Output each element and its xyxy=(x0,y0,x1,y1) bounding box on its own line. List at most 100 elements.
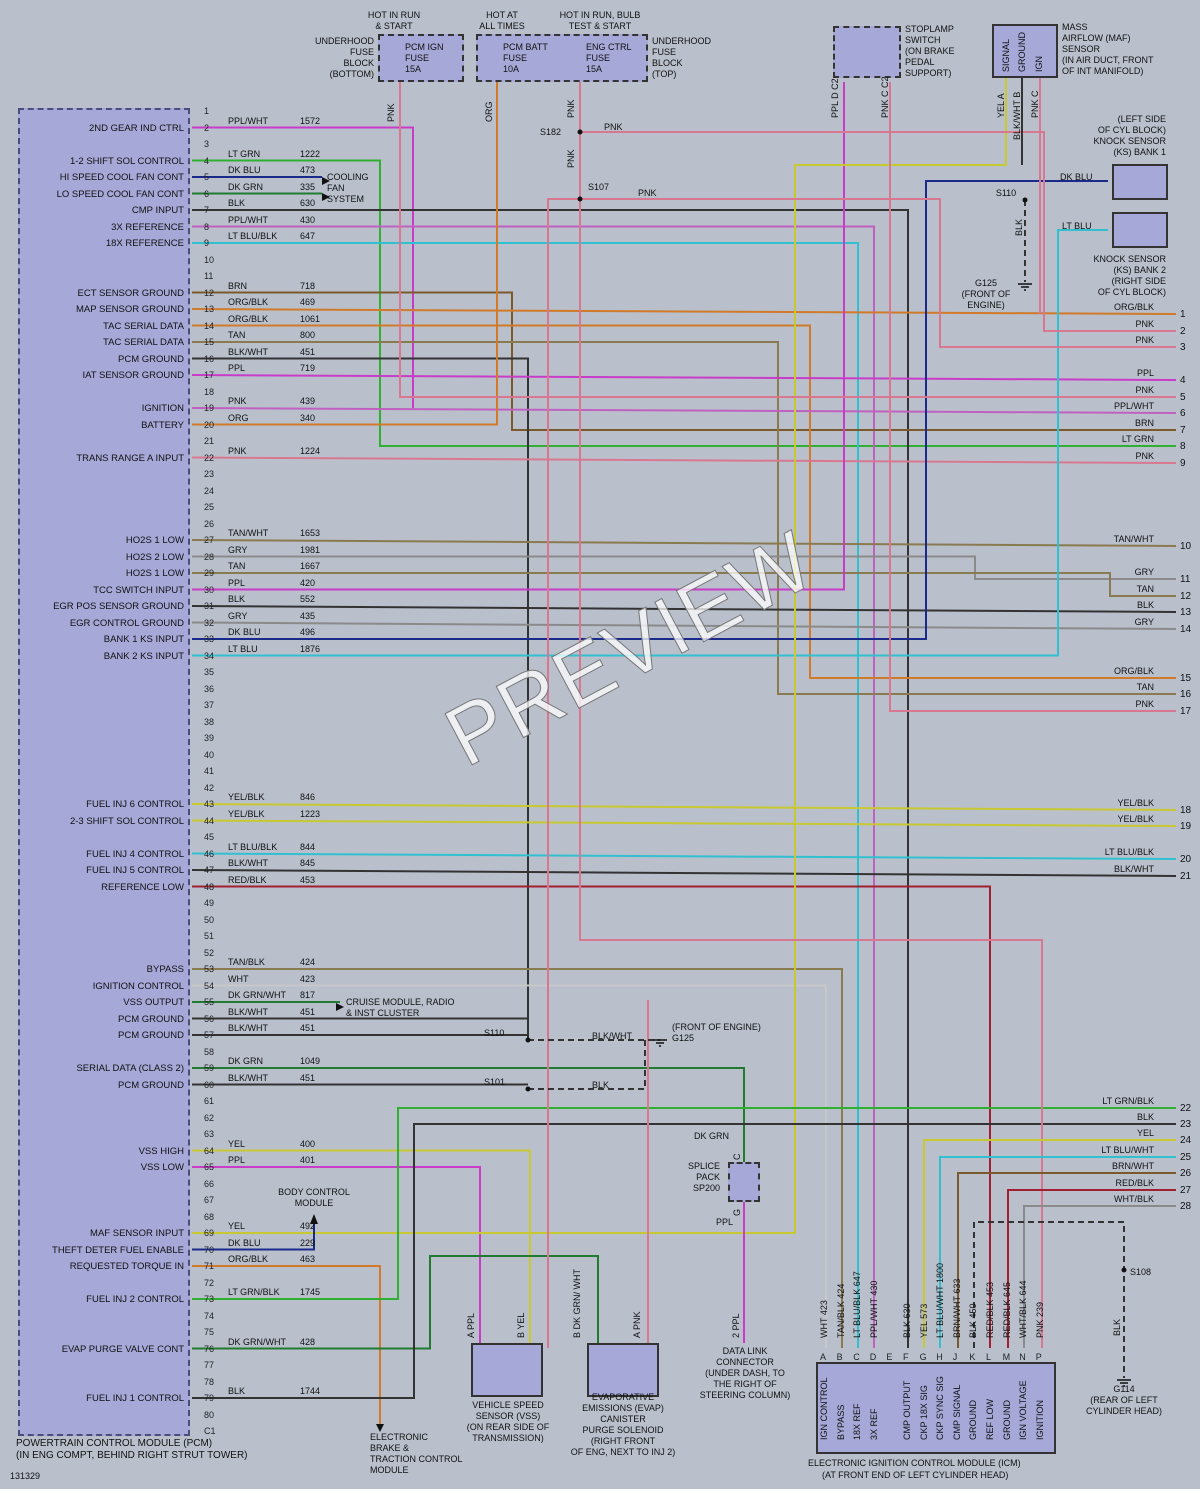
wire-pin-8 xyxy=(192,225,875,1348)
pcm-pin-number: 43 xyxy=(204,799,215,809)
maf-a-label: YEL A xyxy=(996,93,1006,118)
stoplamp-d-label: PPL D C2 xyxy=(830,78,840,118)
pcm-circuit-number: 1049 xyxy=(300,1056,321,1066)
vss-b-label: B YEL xyxy=(516,1312,526,1338)
pcm-pin-label: PCM GROUND xyxy=(118,353,184,365)
pcm-circuit-number: 469 xyxy=(300,297,316,307)
dlc-wire-label: 2 PPL xyxy=(731,1313,741,1338)
wire-pin-9 xyxy=(192,242,859,1348)
wire-pcm-ign-fuse xyxy=(399,82,1176,398)
wire-pin-32 xyxy=(191,621,1177,630)
pcm-pin-label: SERIAL DATA (CLASS 2) xyxy=(76,1063,184,1074)
pcm-pin-label: HO2S 2 LOW xyxy=(125,551,184,563)
pcm-circuit-number: 229 xyxy=(300,1237,316,1248)
wire-pin-43 xyxy=(191,803,1177,811)
pcm-circuit-number: 423 xyxy=(300,973,316,984)
icm-pin-label: REF LOW xyxy=(985,1398,995,1440)
fuse-block-top xyxy=(476,34,648,82)
pcm-wire-color: LT BLU/BLK xyxy=(228,231,278,241)
pcm-pin-number: 50 xyxy=(204,914,215,925)
pcm-wire-color: BLK xyxy=(228,594,246,604)
right-wire-number: 26 xyxy=(1180,1168,1192,1179)
s108-wire-label: BLK xyxy=(1112,1318,1122,1336)
arrow-bcm xyxy=(310,1214,318,1224)
pcm-pin-number: 6 xyxy=(204,188,210,199)
pcm-pin-number: 61 xyxy=(204,1096,215,1106)
s101: S101 xyxy=(484,1077,506,1087)
fuse-block-bottom xyxy=(378,34,464,82)
evap-b-label: B DK GRN/ WHT xyxy=(572,1269,582,1338)
pcm-pin-number: 54 xyxy=(204,980,215,991)
icm-pin-letter: F xyxy=(903,1352,909,1362)
icm-pin-label: CMP SIGNAL xyxy=(951,1384,962,1440)
pcm-pin-number: 74 xyxy=(204,1310,215,1321)
right-wire-number: 25 xyxy=(1180,1152,1192,1163)
arrow-cooling-lo xyxy=(322,193,330,201)
pcm-pin-number: 19 xyxy=(204,403,215,413)
pcm-circuit-number: 453 xyxy=(300,874,316,885)
wire-pin-19 xyxy=(191,407,1177,414)
pcm-circuit-number: 439 xyxy=(300,396,316,406)
knock-bank2-label: KNOCK SENSOR (KS) BANK 2 (RIGHT SIDE OF … xyxy=(1093,254,1166,297)
pcm-pin-label: IAT SENSOR GROUND xyxy=(82,370,184,381)
pcm-pin-label: TCC SWITCH INPUT xyxy=(93,584,184,596)
icm-wire-label: WHT 423 xyxy=(819,1300,829,1338)
pcm-pin-label: PCM GROUND xyxy=(118,1013,184,1025)
pcm-pin-number: 24 xyxy=(204,485,215,496)
pcm-pin-number: 17 xyxy=(204,370,215,380)
right-wire-number: 18 xyxy=(1180,805,1192,816)
pcm-wire-color: TAN/WHT xyxy=(228,528,269,538)
s108: S108 xyxy=(1130,1267,1152,1277)
pcm-pin-number: 12 xyxy=(204,287,215,298)
pcm-pin-label: TRANS RANGE A INPUT xyxy=(76,452,184,464)
pcm-location: (IN ENG COMPT, BEHIND RIGHT STRUT TOWER) xyxy=(16,1450,248,1461)
pcm-wire-color: BLK/WHT xyxy=(228,1072,269,1083)
pcm-circuit-number: 463 xyxy=(300,1254,316,1264)
s101-blk: BLK xyxy=(592,1080,610,1090)
wire-icm-j xyxy=(957,1172,1176,1348)
pcm-circuit-number: 420 xyxy=(300,577,316,588)
maf-ign-pin: IGN xyxy=(1034,55,1044,72)
pcm-circuit-number: 1653 xyxy=(300,528,321,538)
pcm-pin-label: 1-2 SHIFT SOL CONTROL xyxy=(69,155,184,167)
pcm-wire-color: BLK/WHT xyxy=(228,858,269,868)
maf-c-label: PNK C xyxy=(1030,90,1040,118)
pcm-pin-label: TAC SERIAL DATA xyxy=(103,320,184,332)
pcm-pin-number: 41 xyxy=(204,766,215,776)
pcm-circuit-number: 496 xyxy=(300,627,316,637)
pcm-circuit-number: 845 xyxy=(300,858,316,868)
right-wire-color: ORG/BLK xyxy=(1113,666,1154,676)
right-wire-number: 10 xyxy=(1180,541,1192,552)
pcm-pin-number: 10 xyxy=(204,254,215,265)
wire-pin-13 xyxy=(191,308,1177,315)
pcm-pin-number: 33 xyxy=(204,634,215,644)
pcm-wire-color: ORG/BLK xyxy=(228,1254,269,1264)
wire-pin-17 xyxy=(191,374,1177,381)
pcm-pin-number: 25 xyxy=(204,502,215,512)
maf-signal-pin: SIGNAL xyxy=(1001,38,1011,72)
wire-pin-33 xyxy=(192,180,1108,640)
icm-pin-letter: M xyxy=(1002,1352,1011,1362)
arrow-ebtcm xyxy=(376,1424,384,1432)
pcm-wire-color: RED/BLK xyxy=(228,874,267,885)
pcm-pin-number: 72 xyxy=(204,1277,215,1288)
pcm-circuit-number: 844 xyxy=(300,841,316,852)
ebtcm-label: ELECTRONIC BRAKE & TRACTION CONTROL MODU… xyxy=(370,1432,463,1475)
wire-pin-27 xyxy=(191,539,1177,547)
ground-symbol xyxy=(1117,1379,1131,1387)
vss-sensor xyxy=(471,1343,543,1397)
right-wire-color: BLK xyxy=(1136,1112,1154,1122)
pcm-pin-number: 49 xyxy=(204,898,215,908)
s182-wire-label: PNK xyxy=(566,149,576,168)
s110-top: S110 xyxy=(995,188,1017,198)
right-wire-color: PNK xyxy=(1135,335,1154,345)
splice-pack-top-wire: DK GRN xyxy=(694,1131,730,1141)
pcm-wire-color: LT BLU xyxy=(228,643,258,654)
pcm-pin-label: MAF SENSOR INPUT xyxy=(90,1228,184,1239)
icm-pin-label: CKP SYNC SIG xyxy=(935,1376,946,1440)
pcm-wire-color: BRN xyxy=(228,280,248,291)
pcm-pin-number: 73 xyxy=(204,1294,215,1304)
right-wire-number: 5 xyxy=(1180,392,1186,403)
